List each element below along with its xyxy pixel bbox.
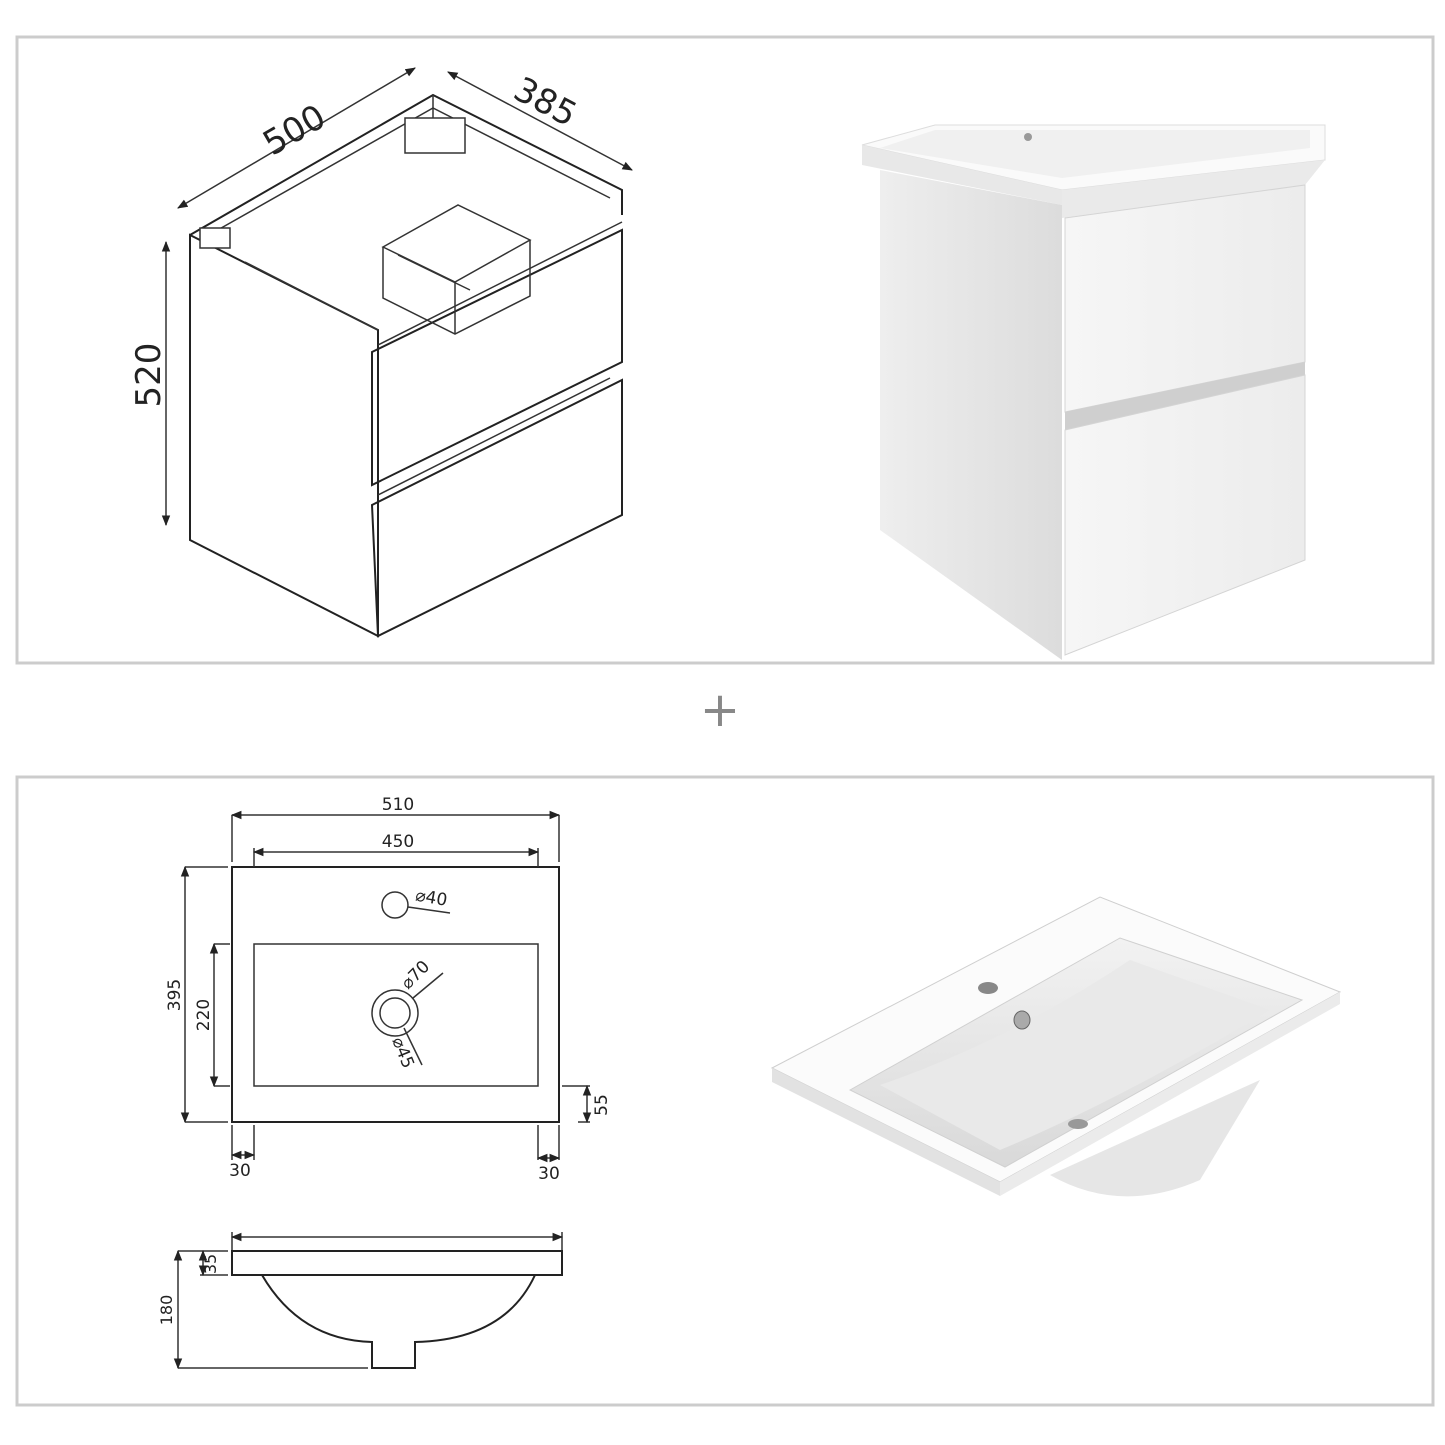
bowl-depth-label: 220 [194, 999, 214, 1031]
total-height-label: 180 [157, 1295, 176, 1326]
cabinet-render [861, 124, 1326, 660]
top-panel [15, 35, 1435, 665]
front-margin-label: 55 [592, 1094, 612, 1116]
cabinet-height-label: 520 [129, 343, 169, 408]
cabinet-width-label: 500 [256, 97, 332, 164]
left-margin-label: 30 [229, 1161, 251, 1181]
tap-hole-label: ⌀40 [414, 886, 449, 911]
basin-plan-drawing: 510 450 ⌀40 ⌀70 ⌀45 395 220 55 30 30 [165, 795, 612, 1184]
drain-outer-label: ⌀70 [397, 957, 434, 994]
cabinet-depth-label: 385 [507, 69, 583, 135]
bowl-width-label: 450 [382, 832, 414, 852]
overall-width-label: 510 [382, 795, 414, 815]
plus-separator: + [700, 682, 740, 738]
drain-inner-label: ⌀45 [387, 1034, 417, 1071]
overall-depth-label: 395 [165, 979, 185, 1011]
bottom-panel [15, 775, 1435, 1407]
basin-side-drawing: 35 180 [157, 1232, 564, 1370]
basin-render [770, 896, 1342, 1197]
slab-thickness-label: 35 [201, 1254, 220, 1274]
cabinet-line-drawing: 500 385 520 [129, 67, 633, 638]
right-margin-label: 30 [538, 1164, 560, 1184]
